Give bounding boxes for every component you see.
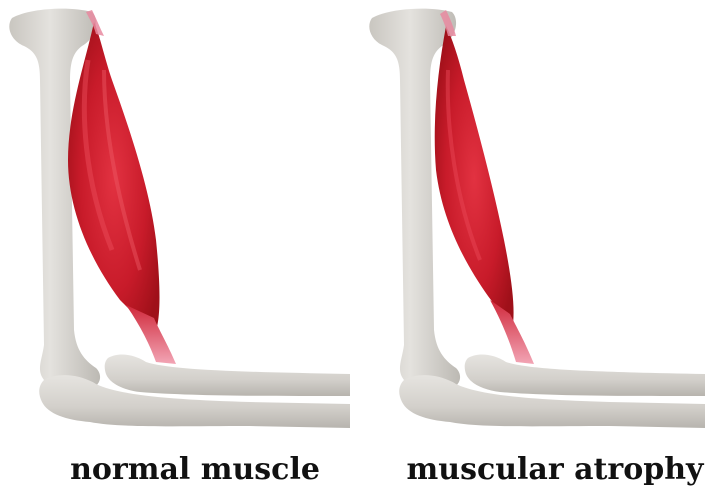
biceps-muscle [68,22,160,336]
normal-muscle-illustration [0,0,350,445]
radius-bone [105,355,350,396]
muscular-atrophy-caption: muscular atrophy [405,450,705,490]
muscular-atrophy-illustration [360,0,705,445]
normal-muscle-caption: normal muscle [50,450,340,490]
radius-bone [465,355,705,396]
atrophied-biceps-muscle [435,26,514,330]
